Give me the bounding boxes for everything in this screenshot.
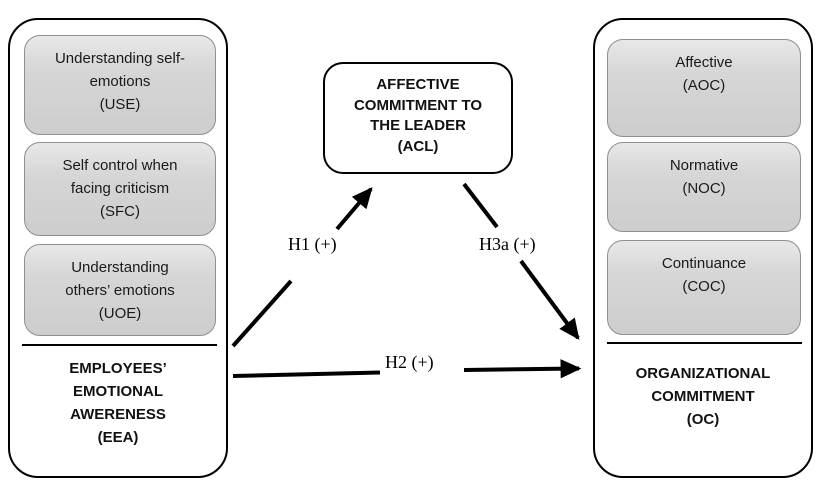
uoe-line: Understanding	[71, 259, 169, 276]
coc-line: Continuance	[661, 255, 747, 272]
noc-box: Normative (NOC)	[607, 142, 801, 232]
eea-title-line: EMPLOYEES’	[69, 360, 167, 377]
oc-panel: Affective (AOC) Normative (NOC) Continua…	[593, 18, 813, 478]
eea-title-line: EMOTIONAL	[73, 383, 163, 400]
eea-divider	[22, 344, 217, 346]
sfc-box: Self control when facing criticism (SFC)	[24, 142, 216, 236]
use-box: Understanding self- emotions (USE)	[24, 35, 216, 135]
use-line: emotions	[89, 73, 151, 90]
h3a-label: H3a (+)	[476, 234, 539, 255]
noc-line: Normative	[669, 157, 739, 174]
eea-panel: Understanding self- emotions (USE) Self …	[8, 18, 228, 478]
oc-title-line: ORGANIZATIONAL	[635, 365, 771, 382]
eea-title-line: (EEA)	[97, 429, 139, 446]
aoc-box: Affective (AOC)	[607, 39, 801, 137]
uoe-box: Understanding others’ emotions (UOE)	[24, 244, 216, 336]
oc-divider	[607, 342, 802, 344]
acl-line: COMMITMENT TO	[353, 96, 483, 114]
h2-label: H2 (+)	[382, 352, 437, 373]
eea-title: EMPLOYEES’ EMOTIONAL AWERENESS (EEA)	[10, 357, 226, 449]
acl-line: THE LEADER	[370, 117, 466, 134]
aoc-line: (AOC)	[682, 77, 726, 94]
oc-title-line: (OC)	[686, 411, 720, 428]
h1-label: H1 (+)	[285, 234, 340, 255]
coc-box: Continuance (COC)	[607, 240, 801, 335]
sfc-line: Self control when	[62, 157, 178, 174]
oc-title: ORGANIZATIONAL COMMITMENT (OC)	[595, 362, 811, 431]
sfc-line: (SFC)	[100, 203, 140, 220]
acl-box: AFFECTIVE COMMITMENT TO THE LEADER (ACL)	[323, 62, 513, 174]
acl-line: (ACL)	[397, 137, 439, 155]
uoe-line: others’ emotions	[65, 282, 175, 299]
acl-line: AFFECTIVE	[376, 76, 460, 93]
arrow-h3a	[462, 182, 580, 340]
use-line: Understanding self-	[54, 50, 186, 67]
arrow-h2	[232, 359, 582, 379]
coc-line: (COC)	[682, 278, 726, 295]
eea-title-line: AWERENESS	[70, 406, 166, 423]
noc-line: (NOC)	[682, 180, 726, 197]
use-line: (USE)	[99, 96, 141, 113]
sfc-line: facing criticism	[70, 180, 170, 197]
aoc-line: Affective	[675, 54, 733, 71]
uoe-line: (UOE)	[98, 305, 142, 322]
oc-title-line: COMMITMENT	[651, 388, 755, 405]
arrow-h1	[231, 187, 373, 348]
